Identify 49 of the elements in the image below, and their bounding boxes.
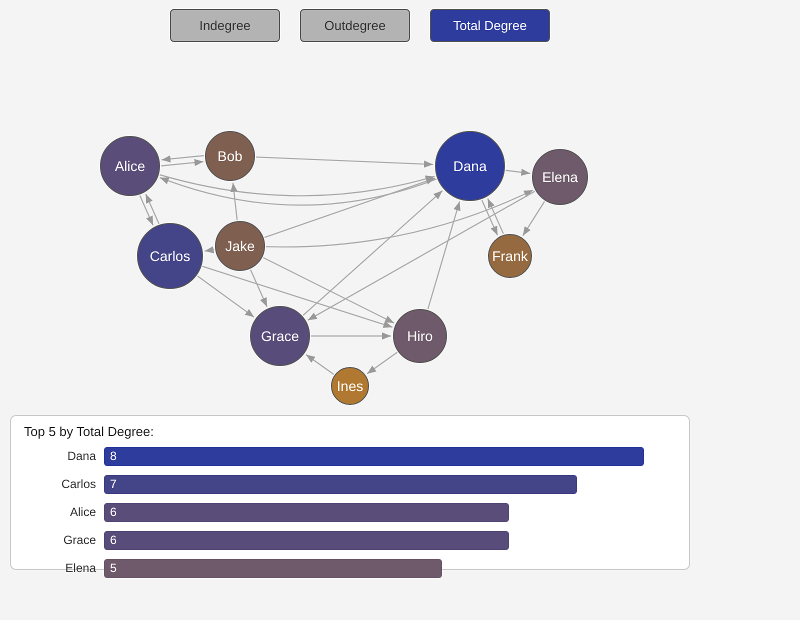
arrow: [160, 174, 435, 196]
arrow: [481, 200, 498, 236]
tab-button: Indegree: [170, 9, 280, 42]
arrow: [308, 190, 536, 321]
arrow: [262, 257, 394, 324]
arrow: [506, 168, 530, 176]
bar-label: Dana: [67, 449, 96, 463]
network-node: Carlos: [137, 223, 203, 289]
value-label: 5: [110, 561, 117, 575]
arrow: [256, 156, 434, 168]
network-node: Dana: [435, 131, 505, 201]
value-label: 7: [110, 477, 117, 491]
network-node: Frank: [488, 234, 532, 278]
arrow: [139, 195, 154, 226]
value-label: 8: [110, 449, 117, 463]
network-node: Bob: [205, 131, 255, 181]
network-node: Grace: [250, 306, 310, 366]
arrow: [230, 182, 238, 220]
arrow: [250, 270, 268, 307]
arrow: [161, 155, 204, 163]
arrow: [160, 177, 437, 206]
arrow: [197, 276, 254, 318]
bar-label: Alice: [70, 505, 96, 519]
value-label: 6: [110, 505, 117, 519]
network-node: Hiro: [393, 309, 447, 363]
arrow: [366, 352, 398, 374]
arrow: [487, 198, 504, 234]
arrow: [266, 190, 534, 248]
network-node: Elena: [532, 149, 588, 205]
arrow: [264, 178, 436, 238]
tab-button: Total Degree: [430, 9, 550, 42]
arrow: [161, 158, 204, 166]
arrow: [202, 266, 393, 328]
network-node: Ines: [331, 367, 369, 405]
arrow: [302, 190, 443, 316]
arrow: [306, 354, 334, 375]
chart-title: Top 5 by Total Degree:: [24, 424, 154, 439]
bar-label: Grace: [63, 533, 96, 547]
bar-label: Elena: [65, 561, 96, 575]
tab-button: Outdegree: [300, 9, 410, 42]
bar-label: Carlos: [61, 477, 96, 491]
arrow: [311, 332, 391, 340]
arrow: [145, 194, 160, 224]
arrow: [522, 201, 545, 236]
arrow: [204, 246, 214, 254]
value-label: 6: [110, 533, 117, 547]
network-node: Jake: [215, 221, 265, 271]
network-node: Alice: [100, 136, 160, 196]
arrow: [427, 201, 460, 310]
